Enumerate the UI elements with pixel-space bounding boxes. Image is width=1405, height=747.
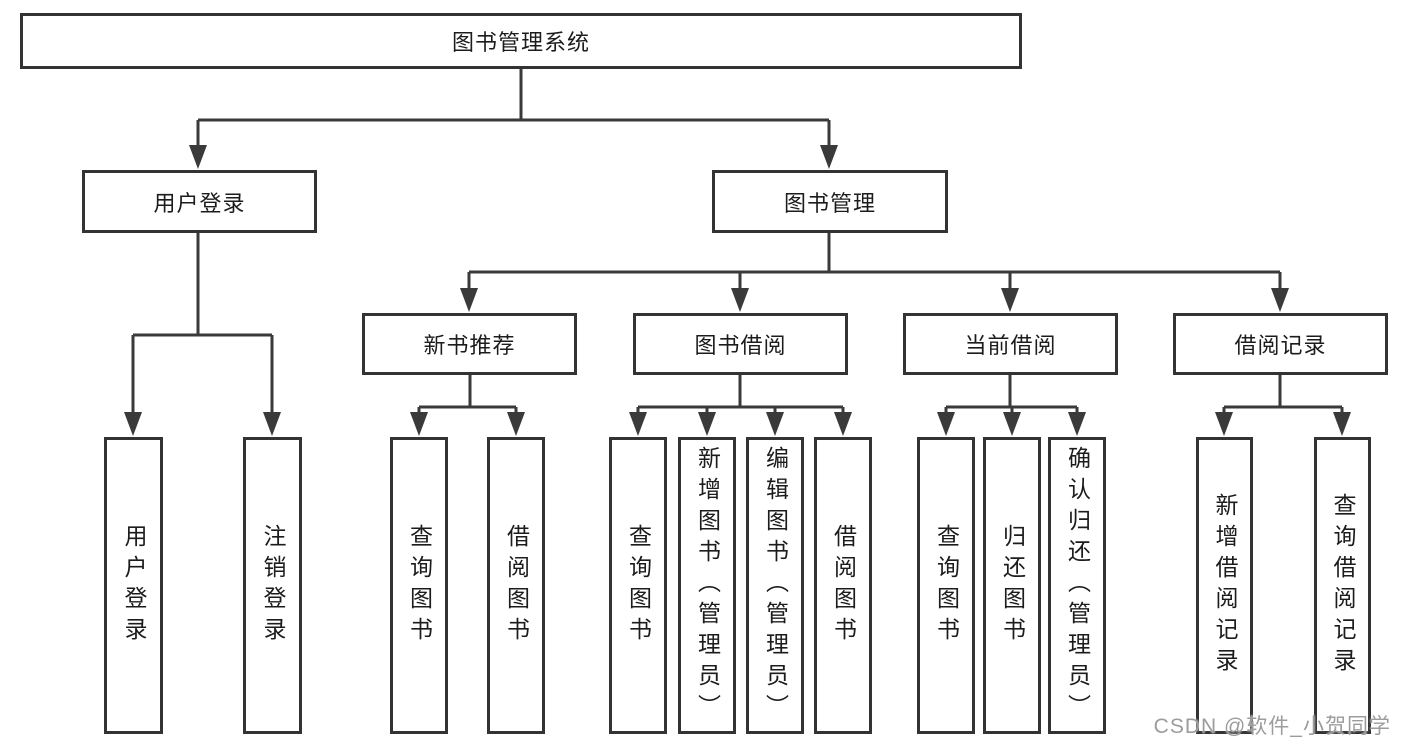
leaf-borrow-books: 借阅图书 bbox=[814, 437, 872, 734]
leaf-label: 新增图书（管理员） bbox=[694, 446, 721, 725]
node-user-login: 用户登录 bbox=[82, 170, 317, 233]
connector-bookmgmt-to-level2 bbox=[467, 233, 1282, 291]
leaf-logout: 注销登录 bbox=[243, 437, 302, 734]
leaf-label: 编辑图书（管理员） bbox=[762, 446, 789, 725]
leaf-return-books: 归还图书 bbox=[983, 437, 1041, 734]
node-label: 新书推荐 bbox=[423, 333, 516, 358]
leaf-label: 注销登录 bbox=[260, 523, 286, 648]
leaf-label: 借阅图书 bbox=[830, 523, 857, 648]
leaf-query-books-recommend: 查询图书 bbox=[390, 437, 448, 734]
arrowhead-triangles bbox=[124, 145, 1351, 436]
connector-currentborrow-to-leaves bbox=[944, 375, 1079, 415]
leaf-label: 归还图书 bbox=[999, 523, 1026, 648]
leaf-label: 查询借阅记录 bbox=[1330, 492, 1356, 679]
node-label: 图书借阅 bbox=[694, 333, 787, 358]
leaf-confirm-return-admin: 确认归还（管理员） bbox=[1048, 437, 1106, 734]
node-label: 图书管理 bbox=[783, 190, 876, 216]
connector-bookborrow-to-leaves bbox=[636, 375, 845, 415]
leaf-label: 查询图书 bbox=[625, 523, 652, 648]
leaf-add-books-admin: 新增图书（管理员） bbox=[678, 437, 736, 734]
leaf-add-borrow-record: 新增借阅记录 bbox=[1196, 437, 1253, 734]
node-label: 当前借阅 bbox=[964, 333, 1057, 358]
connector-root-to-level1 bbox=[196, 68, 831, 148]
connector-userlogin-to-leaves bbox=[131, 233, 274, 415]
node-borrowing-records: 借阅记录 bbox=[1173, 313, 1388, 375]
leaf-query-borrow-record: 查询借阅记录 bbox=[1314, 437, 1371, 734]
leaf-borrow-books-recommend: 借阅图书 bbox=[487, 437, 545, 734]
node-current-borrowing: 当前借阅 bbox=[903, 313, 1118, 375]
connector-records-to-leaves bbox=[1222, 375, 1344, 415]
leaf-label: 用户登录 bbox=[121, 523, 147, 648]
leaf-user-login: 用户登录 bbox=[104, 437, 163, 734]
leaf-label: 新增借阅记录 bbox=[1212, 492, 1238, 679]
leaf-label: 查询图书 bbox=[406, 523, 433, 648]
leaf-query-books-borrow: 查询图书 bbox=[609, 437, 667, 734]
leaf-label: 确认归还（管理员） bbox=[1064, 446, 1091, 725]
csdn-watermark: CSDN @软件_小贺同学 bbox=[1153, 715, 1391, 738]
node-label: 借阅记录 bbox=[1234, 333, 1327, 358]
node-book-management: 图书管理 bbox=[712, 170, 948, 233]
connector-newbook-to-leaves bbox=[417, 375, 518, 415]
leaf-label: 查询图书 bbox=[933, 523, 960, 648]
node-label: 图书管理系统 bbox=[451, 30, 590, 55]
node-label: 用户登录 bbox=[153, 190, 246, 216]
node-library-management-system: 图书管理系统 bbox=[20, 13, 1022, 69]
leaf-query-books-current: 查询图书 bbox=[917, 437, 975, 734]
leaf-edit-books-admin: 编辑图书（管理员） bbox=[746, 437, 804, 734]
node-new-book-recommendation: 新书推荐 bbox=[362, 313, 577, 375]
node-book-borrowing: 图书借阅 bbox=[633, 313, 848, 375]
leaf-label: 借阅图书 bbox=[503, 523, 530, 648]
